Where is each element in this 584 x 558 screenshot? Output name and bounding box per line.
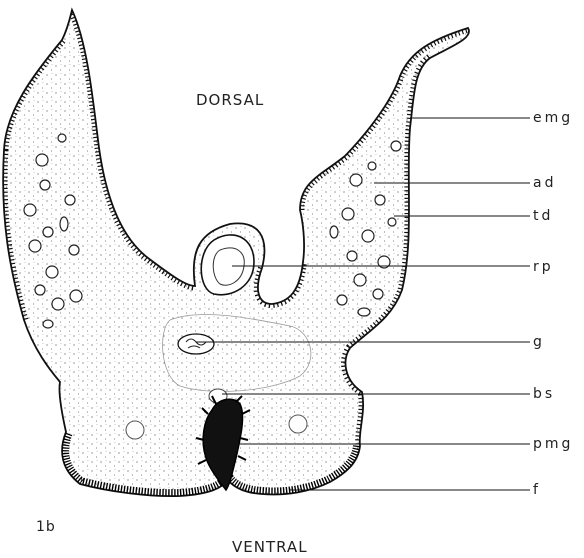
label-pmg: pmg bbox=[533, 436, 573, 452]
label-f: f bbox=[533, 482, 541, 498]
figure-number: 1b bbox=[36, 519, 56, 535]
label-bs: bs bbox=[533, 386, 555, 402]
label-g: g bbox=[533, 334, 545, 350]
orientation-dorsal: DORSAL bbox=[196, 91, 264, 109]
label-ad: ad bbox=[533, 175, 556, 191]
label-td: td bbox=[533, 208, 553, 224]
lateral-vesicle-left bbox=[126, 421, 144, 439]
label-rp: rp bbox=[533, 259, 554, 275]
lateral-vesicle-right bbox=[289, 415, 307, 433]
ganglion bbox=[178, 334, 214, 354]
orientation-ventral: VENTRAL bbox=[232, 538, 308, 556]
label-emg: emg bbox=[533, 110, 573, 126]
